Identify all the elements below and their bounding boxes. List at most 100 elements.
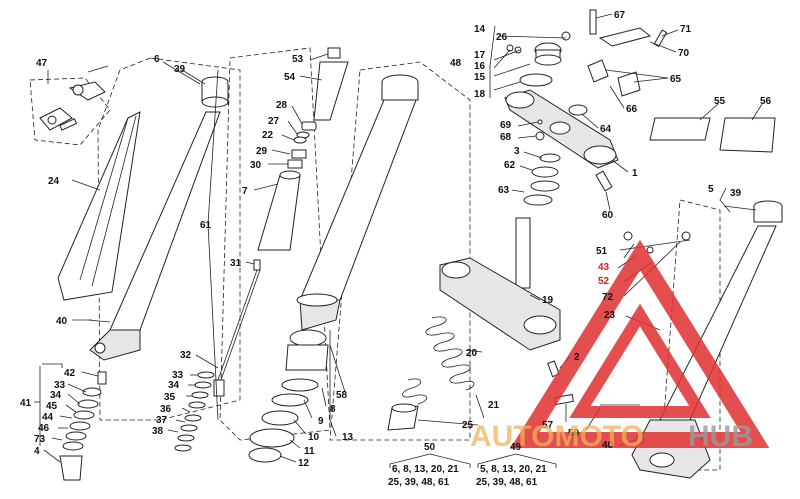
callout-17: 17 [474, 50, 486, 61]
callout-18: 18 [474, 89, 486, 100]
callout-71: 71 [680, 24, 692, 35]
callout-13: 13 [342, 432, 354, 443]
steering-head [506, 31, 571, 87]
callout-12: 12 [298, 458, 310, 469]
callout-labels: 47 6 39 24 40 61 53 54 28 27 22 29 30 7 … [20, 10, 772, 488]
callout-66: 66 [626, 104, 638, 115]
group-outline-right-fork [659, 199, 721, 471]
callout-63: 63 [498, 185, 510, 196]
callout-61: 61 [200, 220, 212, 231]
callout-40: 40 [56, 316, 68, 327]
callout-36: 36 [160, 404, 172, 415]
callout-34: 34 [168, 380, 180, 391]
callout-26: 26 [496, 32, 508, 43]
callout-48: 48 [450, 58, 462, 69]
callout-22: 22 [262, 130, 274, 141]
callout-14: 14 [474, 24, 486, 35]
callout-32: 32 [180, 350, 192, 361]
group-50-list-line1: 6, 8, 13, 20, 21 [392, 464, 459, 475]
bracket-assembly-47 [39, 65, 109, 131]
callout-15: 15 [474, 72, 486, 83]
callout-52: 52 [598, 276, 610, 287]
callout-45: 45 [46, 401, 58, 412]
callout-51: 51 [596, 246, 608, 257]
callout-16: 16 [474, 61, 486, 72]
callout-40-right: 40 [602, 440, 614, 451]
callout-70: 70 [678, 48, 690, 59]
callout-55: 55 [714, 96, 726, 107]
callout-2: 2 [574, 352, 580, 363]
watermark-automoto: AUTOMOTO [470, 420, 644, 453]
upper-stanchion [248, 74, 419, 463]
callout-9: 9 [318, 416, 324, 427]
callout-35: 35 [164, 392, 176, 403]
callout-69: 69 [500, 120, 512, 131]
callout-28: 28 [276, 100, 288, 111]
watermark-hub: HUB [688, 420, 753, 453]
callout-30: 30 [250, 160, 262, 171]
group-49-list-line2: 25, 39, 48, 61 [476, 477, 538, 488]
callout-41: 41 [20, 398, 32, 409]
callout-68: 68 [500, 132, 512, 143]
callout-1: 1 [632, 168, 638, 179]
steering-bearings [523, 119, 561, 206]
group-outline-right-tube [329, 61, 471, 441]
callout-64: 64 [600, 124, 612, 135]
callout-20: 20 [466, 348, 478, 359]
callout-33: 33 [172, 370, 184, 381]
callout-72: 72 [602, 292, 614, 303]
callout-29: 29 [256, 146, 268, 157]
callout-49: 49 [510, 442, 522, 453]
callout-67: 67 [614, 10, 626, 21]
callout-3: 3 [514, 146, 520, 157]
callout-60: 60 [602, 210, 614, 221]
callout-39-right: 39 [730, 188, 742, 199]
callout-19: 19 [542, 295, 554, 306]
callout-42: 42 [64, 368, 76, 379]
lower-triple-clamp [439, 217, 561, 378]
group-50-list-line2: 25, 39, 48, 61 [388, 477, 450, 488]
callout-31: 31 [230, 258, 242, 269]
callout-11: 11 [304, 446, 315, 457]
callout-53: 53 [292, 54, 304, 65]
top-triple-clamp [504, 89, 619, 192]
handlebar-pads [649, 117, 776, 153]
callout-38: 38 [152, 426, 164, 437]
fork-spring [387, 316, 475, 431]
group-outline-left-fork [97, 57, 241, 421]
callout-47: 47 [36, 58, 48, 69]
callout-24: 24 [48, 176, 60, 187]
callout-5: 5 [708, 184, 714, 195]
callout-57: 57 [542, 420, 554, 431]
callout-8: 8 [330, 404, 336, 415]
callout-10: 10 [308, 432, 320, 443]
group-49-list-line1: 5, 8, 13, 20, 21 [480, 464, 547, 475]
callout-39: 39 [174, 64, 186, 75]
handlebar-clamps [587, 9, 668, 97]
callout-27: 27 [268, 116, 280, 127]
left-fork-tube [87, 76, 229, 361]
callout-56: 56 [760, 96, 772, 107]
watermark-logo-triangle [510, 239, 770, 448]
callout-33-lower: 33 [54, 380, 66, 391]
callout-58: 58 [336, 390, 348, 401]
damper-cartridge [174, 47, 349, 452]
left-fork-slider-24 [57, 111, 141, 301]
callout-59: 59 [568, 428, 580, 439]
callout-54: 54 [284, 72, 296, 83]
callout-43: 43 [598, 262, 610, 273]
callout-65: 65 [670, 74, 682, 85]
callout-7: 7 [242, 186, 248, 197]
callout-46: 46 [38, 423, 50, 434]
callout-44: 44 [42, 412, 54, 423]
callout-23: 23 [604, 310, 616, 321]
callout-62: 62 [504, 160, 516, 171]
callout-34-lower: 34 [50, 390, 62, 401]
leader-lines [34, 13, 763, 468]
callout-37: 37 [156, 415, 168, 426]
callout-50: 50 [424, 442, 436, 453]
callout-73: 73 [34, 434, 46, 445]
callout-6: 6 [154, 54, 160, 65]
